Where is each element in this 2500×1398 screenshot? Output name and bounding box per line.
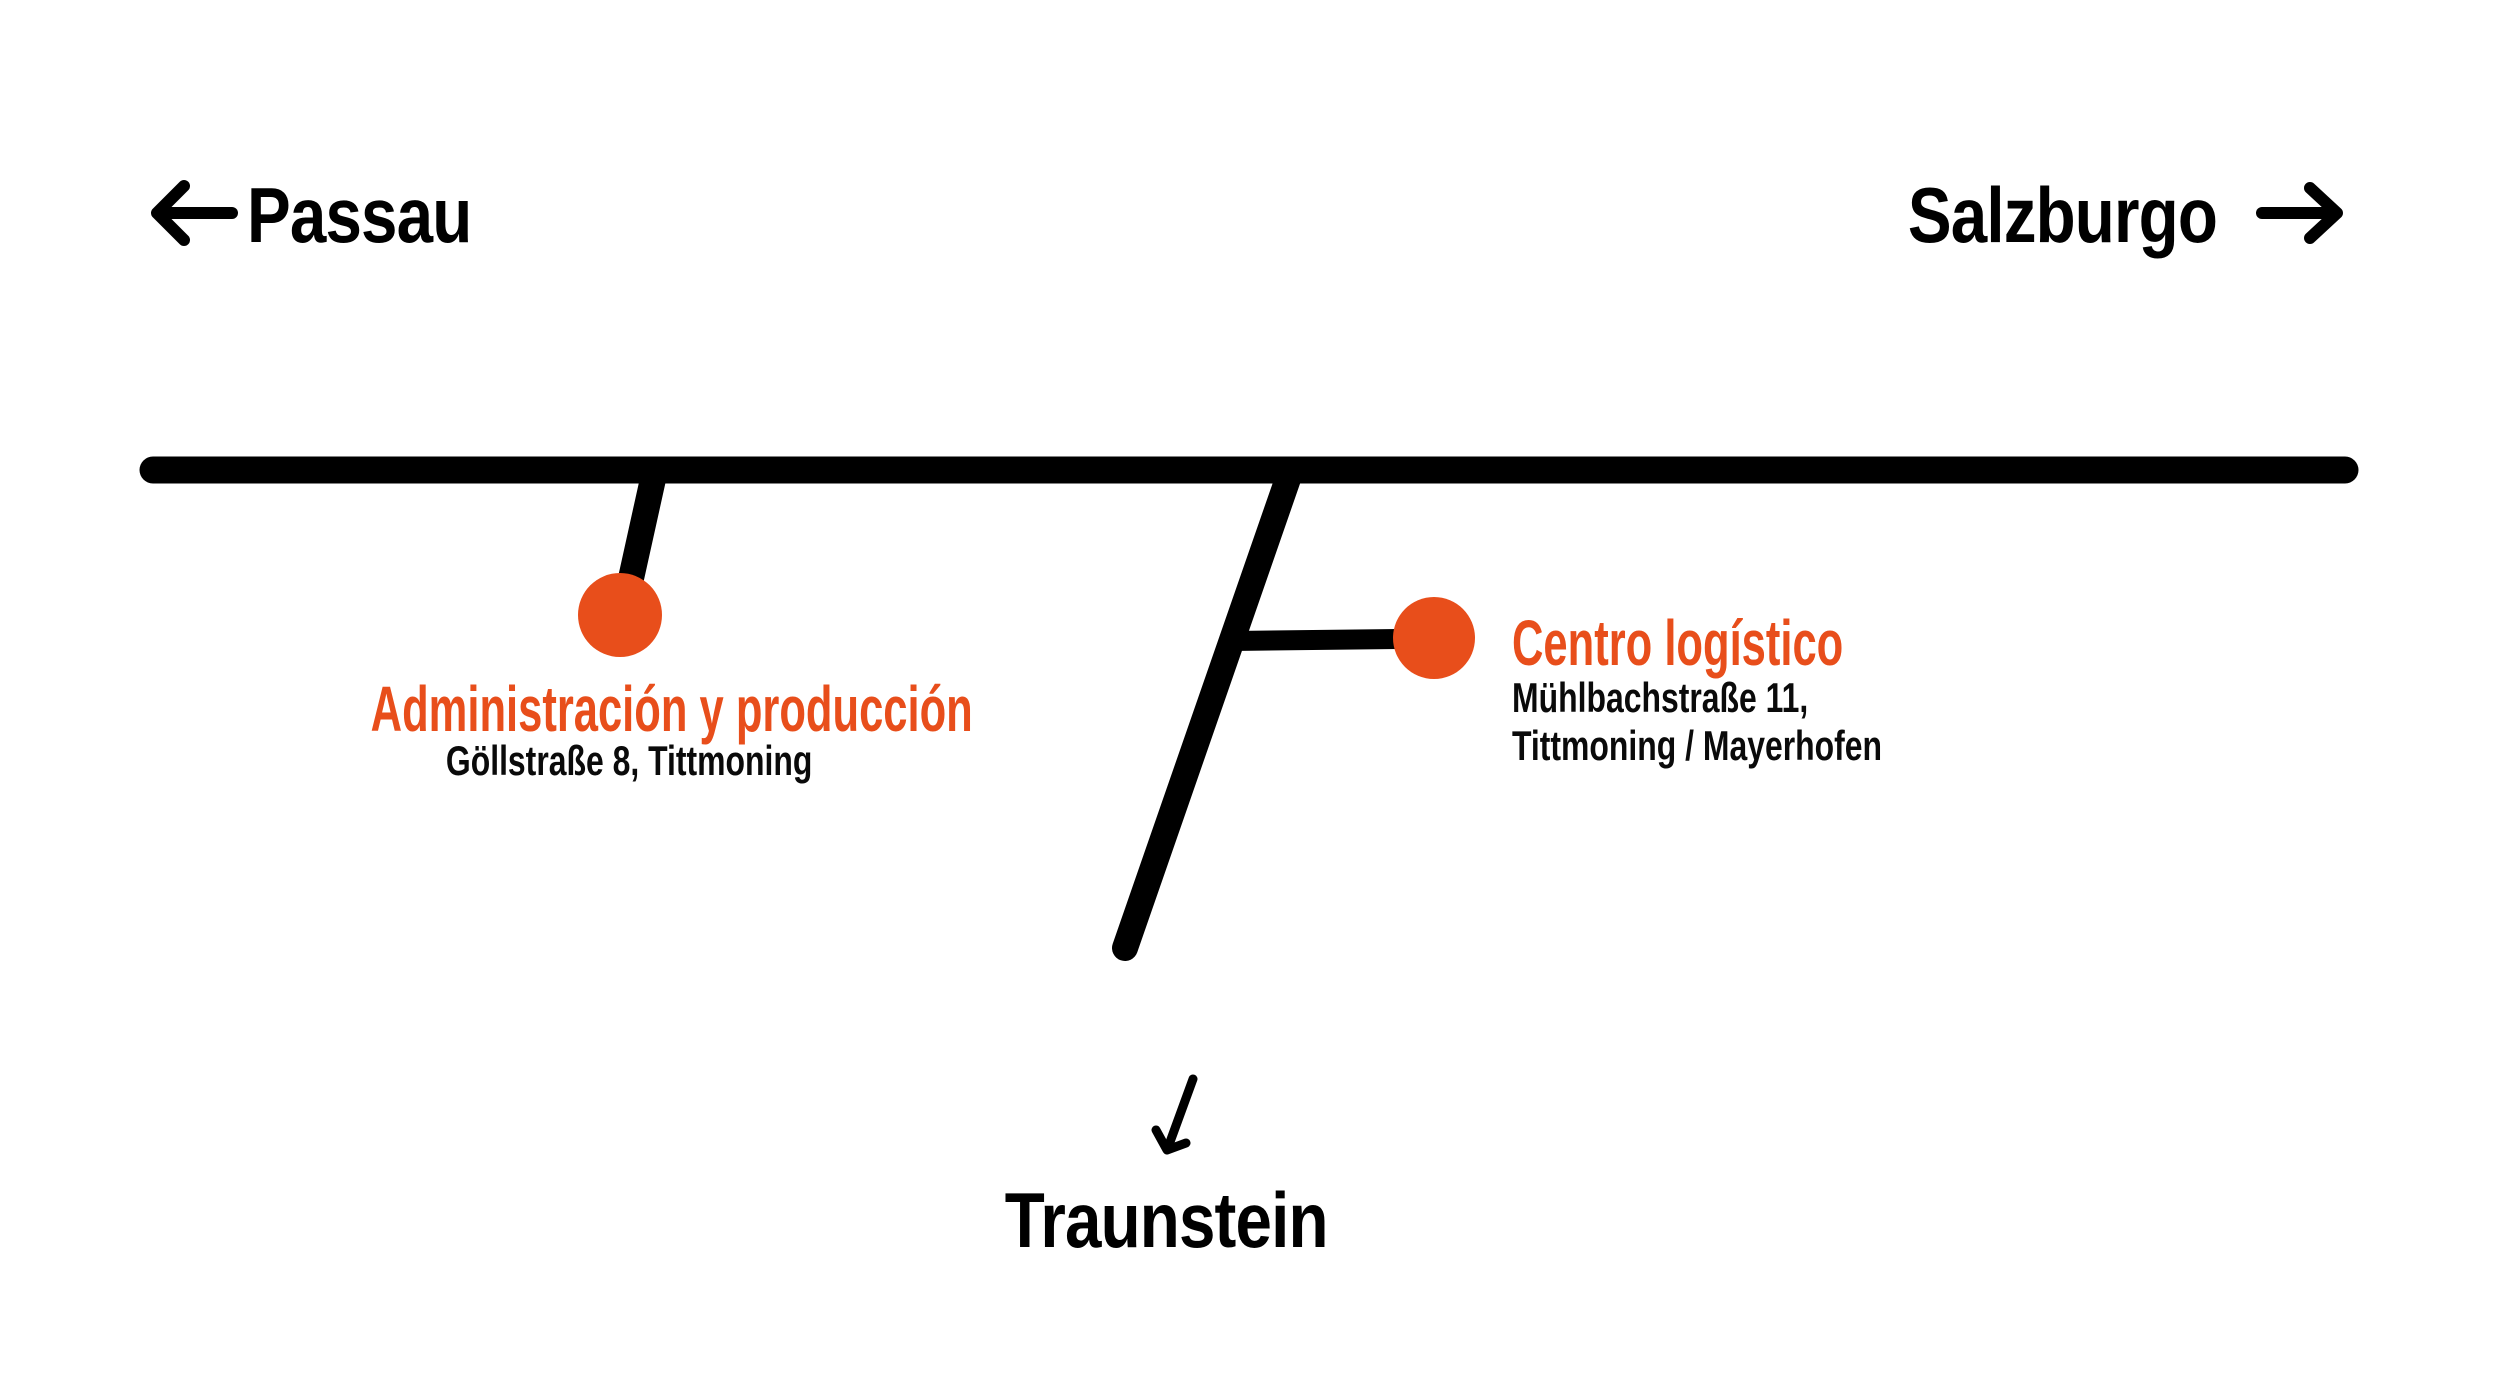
destination-east-text: Salzburgo <box>1907 171 2218 259</box>
stop-admin-name: Administración y producción <box>370 673 973 745</box>
stop-admin: Administración y producción Göllstraße 8… <box>229 677 1029 785</box>
admin-branch-line <box>615 457 668 605</box>
destination-west-text: Passau <box>247 171 472 259</box>
admin-marker-dot <box>578 573 662 657</box>
stop-admin-address: Göllstraße 8, Tittmoning <box>445 737 813 784</box>
stop-logistics: Centro logístico Mühlbachstraße 11, Titt… <box>1512 611 1999 770</box>
stop-logistics-address-line1: Mühlbachstraße 11, <box>1512 674 1809 721</box>
stop-logistics-address: Mühlbachstraße 11, Tittmoning / Mayerhof… <box>1512 674 1999 770</box>
stop-logistics-name: Centro logístico <box>1512 607 1844 679</box>
right-arrow-icon <box>2256 182 2343 244</box>
stop-logistics-address-line2: Tittmoning / Mayerhofen <box>1512 722 1883 769</box>
traunstein-branch-line <box>1112 457 1304 961</box>
destination-east-label: Salzburgo <box>1849 171 2218 259</box>
destination-south-label: Traunstein <box>866 1181 1466 1259</box>
destination-west-label: Passau <box>247 176 514 254</box>
down-left-arrow-icon <box>1151 1074 1198 1155</box>
logistics-spur-line <box>1222 629 1410 651</box>
logistics-marker-dot <box>1393 597 1475 679</box>
left-arrow-icon <box>151 180 238 246</box>
destination-south-text: Traunstein <box>1004 1176 1329 1264</box>
